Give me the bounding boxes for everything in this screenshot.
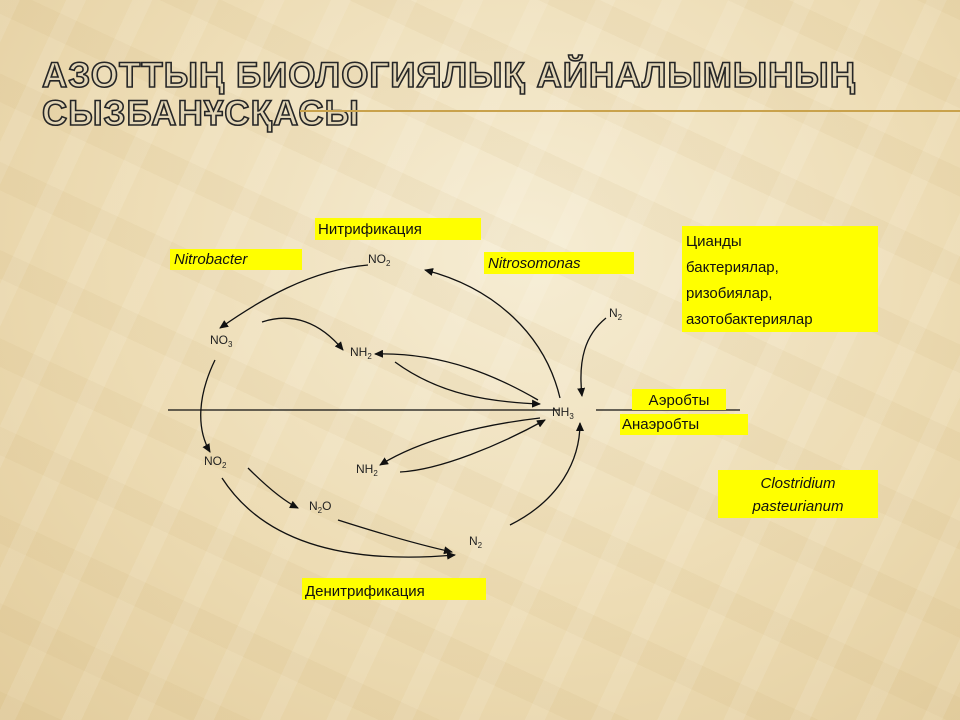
label-nitrobacter: Nitrobacter [170, 249, 302, 270]
fixers-line-1: Цианды [686, 233, 742, 250]
compound-no2-top: NO2 [368, 252, 391, 268]
arrow-nh3-to-no2 [424, 268, 561, 399]
clostridium-line-1: Clostridium [760, 475, 836, 492]
compound-n2o: N2O [309, 499, 332, 515]
arrow-no3-to-no2 [200, 359, 216, 453]
clostridium-line-2: pasteurianum [752, 498, 844, 515]
arrow-nh3-to-nh2-upper [374, 349, 539, 401]
label-anaerobic: Анаэробты [620, 414, 748, 435]
label-clostridium: Clostridium pasteurianum [718, 470, 878, 518]
compound-no2-lower: NO2 [204, 454, 227, 470]
compound-n2-bottom: N2 [469, 534, 483, 550]
arrow-nh2-upper-to-nh3 [394, 361, 541, 408]
compound-no3: NO3 [210, 333, 233, 349]
arrow-nh3-to-nh2-lower [379, 417, 541, 466]
arrow-n2o-to-n2 [337, 519, 453, 555]
arrow-no3-to-nh2 [261, 317, 344, 351]
slide-title-line-2: сызбанұсқасы [41, 93, 360, 134]
compound-nh3: NH3 [552, 405, 574, 421]
arrow-no2-to-no3 [219, 264, 369, 329]
fixers-line-2: бактериялар, [686, 259, 779, 276]
fixers-line-4: азотобактериялар [686, 311, 813, 328]
fixers-line-3: ризобиялар, [686, 285, 773, 302]
label-nitrosomonas: Nitrosomonas [484, 252, 634, 274]
arrow-no2-to-n2 [221, 477, 456, 560]
compound-nh2-upper: NH2 [350, 345, 372, 361]
label-nitrogen-fixers: Цианды бактериялар, ризобиялар, азотобак… [682, 226, 878, 332]
arrow-atmospheric-n2-to-nh3 [577, 317, 607, 397]
label-denitrification: Денитрификация [302, 578, 486, 600]
arrow-nh2-lower-to-nh3 [399, 419, 546, 473]
title-divider [300, 110, 960, 112]
label-aerobic: Аэробты [632, 389, 726, 410]
label-nitrification: Нитрификация [315, 218, 481, 240]
compound-nh2-lower: NH2 [356, 462, 378, 478]
slide-title-line-1: Азоттың биологиялық айналымының [41, 55, 856, 96]
arrow-no2-to-n2o [247, 467, 299, 509]
compound-n2-top: N2 [609, 306, 623, 322]
arrow-n2-to-nh3 [509, 422, 584, 526]
